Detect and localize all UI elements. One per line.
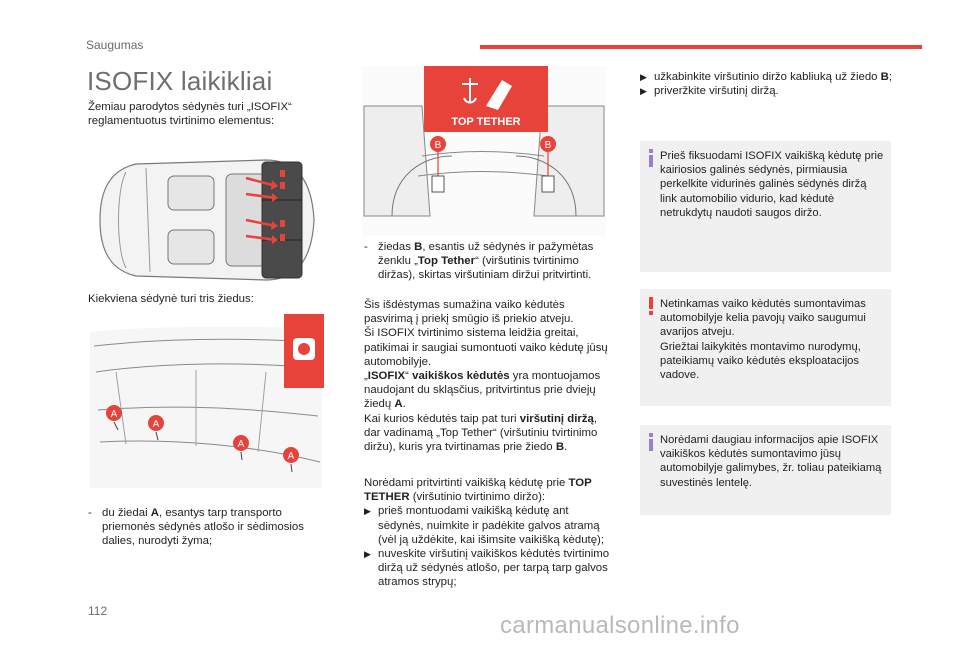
- step-item: ▶ užkabinkite viršutinio diržo kabliuką u…: [640, 70, 894, 84]
- p3-end: .: [402, 398, 406, 411]
- ring-b-marker-right: B: [545, 140, 552, 151]
- p3-quote-open: „: [364, 370, 368, 383]
- dash-bullet: -: [364, 241, 368, 253]
- child-seat-icon: [486, 80, 512, 110]
- top-tether-instructions: Norėdami pritvirtinti vaikišką kėdutę pr…: [364, 476, 610, 590]
- item-a-bold: A: [150, 507, 159, 519]
- p4-bold: viršutinį diržą: [519, 412, 594, 425]
- item-a-text-end: , esantys tarp transporto priemonės sėdy…: [102, 507, 304, 548]
- info-icon: [649, 433, 653, 451]
- step-text: priveržkite viršutinį diržą.: [654, 85, 779, 98]
- p3-bold: ISOFIX: [367, 370, 406, 383]
- list-item-ring-b: - žiedas B, esantis už sėdynės ir pažymė…: [364, 240, 608, 283]
- ring-a-marker-4: A: [288, 451, 295, 462]
- p5-post: (viršutinio tvirtinimo diržo):: [409, 491, 546, 504]
- arrow-bullet-icon: ▶: [640, 86, 647, 97]
- car-top-view-illustration: [99, 159, 315, 281]
- p4-mid: , dar vadinamą „Top Tether“ (viršutiniu …: [364, 412, 598, 454]
- step-bold: B: [880, 71, 889, 83]
- p3-bold-3: A: [394, 398, 403, 411]
- ring-b-marker-left: B: [435, 140, 442, 151]
- item-a-text: du žiedai: [102, 507, 151, 519]
- top-tether-label: TOP TETHER: [451, 116, 520, 128]
- rear-seat-illustration: A A A A: [90, 314, 324, 488]
- item-b-bold: B: [414, 241, 423, 253]
- intro-text: Žemiau parodytos sėdynės turi „ISOFIX“ r…: [88, 101, 292, 128]
- info-text: Prieš fiksuodami ISOFIX vaikišką kėdutę …: [660, 150, 884, 219]
- step-text: nuveskite viršutinį vaikiškos kėdutės tv…: [378, 548, 610, 589]
- p3-bold-2: vaikiškos kėdutės: [412, 370, 510, 383]
- ring-a-marker-2: A: [153, 419, 160, 430]
- list-item-rings-a: - du žiedai A, esantys tarp transporto p…: [88, 506, 324, 549]
- step-text: prieš montuodami vaikišką kėdutę ant sėd…: [378, 505, 604, 546]
- item-b-text-end: “ (viršutinis tvirtinimo diržas), skirta…: [378, 255, 592, 282]
- info-box-left-seat: Prieš fiksuodami ISOFIX vaikišką kėdutę …: [640, 141, 891, 272]
- info-box-summary: Norėdami daugiau informacijos apie ISOFI…: [640, 425, 891, 515]
- p3-quote-close: “: [405, 370, 413, 383]
- item-b-text-mid: , esantis už sėdynės ir pažymėtas ženklu…: [378, 241, 594, 268]
- step-item: ▶ priveržkite viršutinį diržą.: [640, 84, 894, 98]
- watermark: carmanualsonline.info: [500, 612, 740, 639]
- paragraph-5: Norėdami pritvirtinti vaikišką kėdutę pr…: [364, 476, 610, 504]
- paragraph-2: Ši ISOFIX tvirtinimo sistema leidžia gre…: [364, 327, 608, 368]
- info-text: Norėdami daugiau informacijos apie ISOFI…: [660, 434, 882, 489]
- page-title: ISOFIX laikikliai: [87, 66, 273, 96]
- top-tether-illustration: TOP TETHER B B: [362, 66, 606, 236]
- p5-pre: Norėdami pritvirtinti vaikišką kėdutę pr…: [364, 477, 569, 489]
- ring-a-marker-3: A: [238, 439, 245, 450]
- p5-bold: TOP TETHER: [364, 477, 592, 504]
- anchor-icon: [462, 78, 478, 104]
- paragraph-3: „ISOFIX“ vaikiškos kėdutės yra montuojam…: [364, 369, 608, 412]
- info-icon: [649, 149, 653, 167]
- step-item: ▶ prieš montuodami vaikišką kėdutę ant sė…: [364, 504, 610, 547]
- p4-pre: Kai kurios kėdutės taip pat turi: [364, 412, 520, 425]
- page-number: 112: [88, 604, 108, 618]
- section-label: Saugumas: [86, 38, 144, 52]
- step-text-end: ;: [888, 71, 893, 83]
- arrow-bullet-icon: ▶: [364, 549, 371, 560]
- isofix-description: Šis išdėstymas sumažina vaiko kėdutės pa…: [364, 298, 608, 454]
- step-text: užkabinkite viršutinio diržo kabliuką už…: [654, 71, 881, 83]
- header-rule: [480, 45, 922, 49]
- rings-intro-text: Kiekviena sėdynė turi tris žiedus:: [88, 293, 254, 305]
- paragraph-1: Šis išdėstymas sumažina vaiko kėdutės pa…: [364, 299, 574, 326]
- arrow-bullet-icon: ▶: [640, 72, 647, 82]
- warning-paragraph-2: Griežtai laikykitės montavimo nurodymų, …: [660, 340, 861, 382]
- warning-box: Netinkamas vaiko kėdutės sumontavimas au…: [640, 289, 891, 406]
- item-b-bold-2: Top Tether: [417, 255, 476, 268]
- p4-end: .: [564, 441, 568, 454]
- warning-text: Netinkamas vaiko kėdutės sumontavimas au…: [660, 297, 884, 382]
- step-item: ▶ nuveskite viršutinį vaikiškos kėdutės t…: [364, 547, 610, 590]
- dash-bullet: -: [88, 507, 92, 519]
- warning-icon: [649, 297, 653, 315]
- right-steps: ▶ užkabinkite viršutinio diržo kabliuką u…: [640, 70, 894, 98]
- warning-paragraph-1: Netinkamas vaiko kėdutės sumontavimas au…: [660, 298, 866, 339]
- paragraph-4: Kai kurios kėdutės taip pat turi viršuti…: [364, 412, 608, 455]
- ring-a-marker-1: A: [111, 409, 118, 420]
- p3-rest: yra montuojamos naudojant du skląsčius, …: [364, 370, 601, 411]
- p4-bold-2: B: [555, 441, 565, 454]
- arrow-bullet-icon: ▶: [364, 506, 371, 517]
- item-b-text: žiedas: [378, 241, 415, 253]
